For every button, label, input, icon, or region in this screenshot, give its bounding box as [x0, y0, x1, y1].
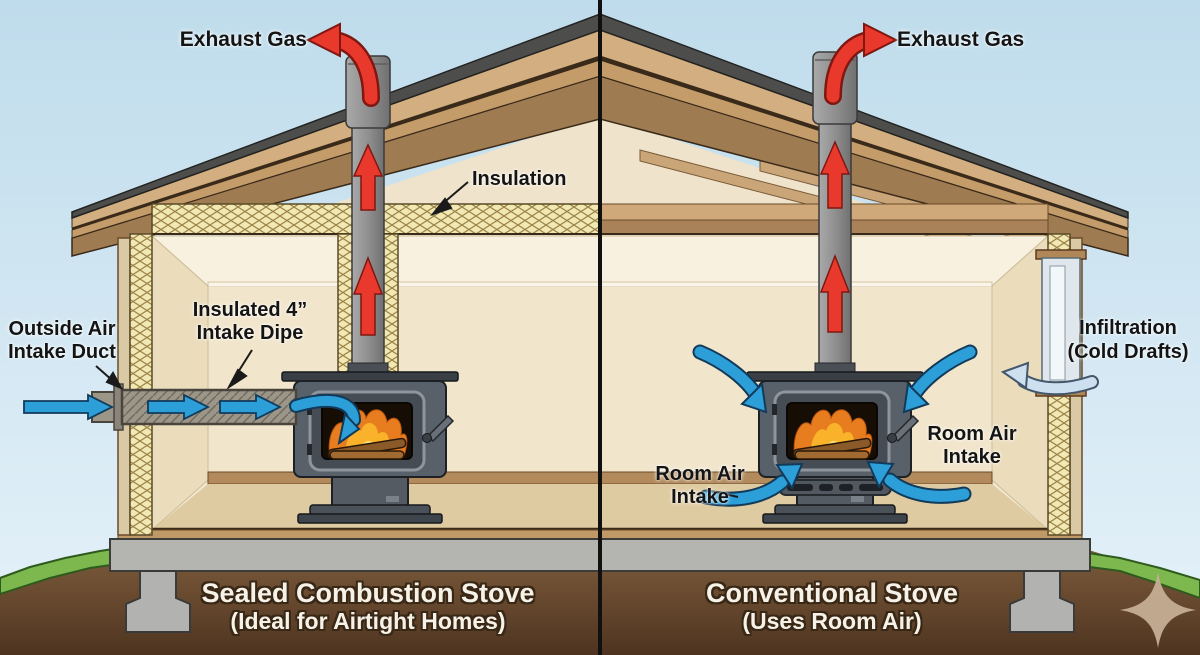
foundation-pier-left [125, 570, 191, 633]
exhaust-arrow-left [305, 22, 380, 107]
outside-air-intake-duct-label: Outside Air Intake Duct [2, 318, 122, 364]
exhaust-arrow-right [824, 22, 899, 105]
label-line: Intake Dipe [196, 322, 304, 344]
caption-subtitle: (Uses Room Air) [742, 608, 922, 634]
label-line: Intake [671, 486, 729, 508]
exhaust-gas-label-right: Exhaust Gas [897, 28, 1025, 51]
caption-title: Sealed Combustion Stove [201, 578, 535, 608]
label-line: Room Air [927, 423, 1017, 445]
label-line: Intake Duct [8, 341, 116, 363]
label-line: Room Air [655, 463, 745, 485]
room-air-arrows [692, 344, 978, 507]
label-line: Outside Air [8, 318, 116, 340]
insulated-intake-pipe-label: Insulated 4” Intake Dipe [183, 299, 317, 345]
sparkle-icon [1120, 572, 1196, 648]
label-line: Intake [943, 446, 1001, 468]
center-divider [598, 0, 602, 655]
infiltration-arrow [1000, 361, 1099, 396]
grass-right [1081, 550, 1200, 600]
caption-title: Conventional Stove [705, 578, 959, 608]
exhaust-up-arrows [352, 140, 851, 336]
label-pointers [95, 181, 739, 498]
infiltration-label: Infiltration (Cold Drafts) [1058, 316, 1198, 364]
combustion-air-arrow [289, 393, 361, 446]
foundation-pier-right [1009, 570, 1075, 633]
label-line: Insulated 4” [192, 299, 308, 321]
caption-conventional-stove: Conventional Stove (Uses Room Air) [632, 578, 1032, 634]
label-line: (Cold Drafts) [1067, 341, 1189, 363]
caption-subtitle: (Ideal for Airtight Homes) [230, 608, 506, 634]
room-air-intake-label-left: Room Air Intake [648, 463, 752, 509]
left-wall [117, 233, 153, 536]
insulation-label: Insulation [472, 168, 567, 190]
label-line: Infiltration [1079, 317, 1177, 339]
room-air-intake-label-right: Room Air Intake [920, 423, 1024, 469]
intake-air-arrows [23, 393, 283, 421]
caption-sealed-combustion-stove: Sealed Combustion Stove (Ideal for Airti… [168, 578, 568, 634]
exhaust-gas-label-left: Exhaust Gas [179, 28, 307, 51]
